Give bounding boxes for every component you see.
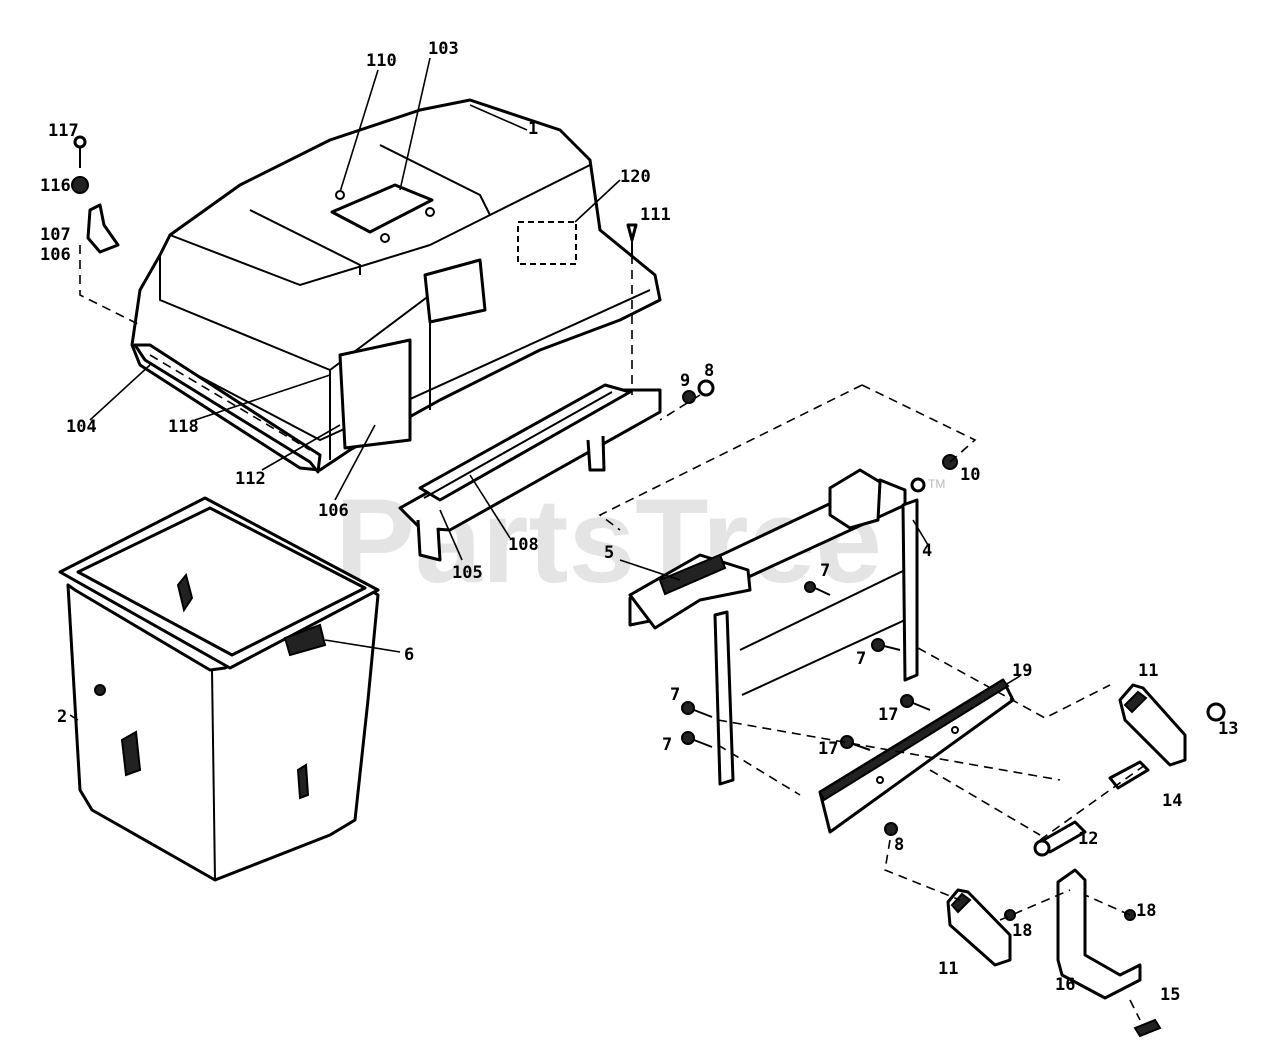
- callout-108: 108: [508, 535, 539, 555]
- callout-7-c: 7: [670, 685, 680, 705]
- bolt-7-c: [681, 701, 713, 718]
- callout-19: 19: [1012, 661, 1032, 681]
- callout-17-b: 17: [818, 739, 838, 759]
- plate-part-19: [818, 678, 1015, 834]
- callout-110: 110: [366, 51, 397, 71]
- callout-7-d: 7: [662, 735, 672, 755]
- callout-15: 15: [1160, 985, 1180, 1005]
- callout-118: 118: [168, 417, 199, 437]
- bolt-117: [73, 135, 87, 168]
- washer-116: [71, 176, 89, 194]
- bag-part-2: [58, 496, 380, 882]
- callout-117: 117: [48, 121, 79, 141]
- callout-11-lower: 11: [938, 959, 958, 979]
- callout-11-upper: 11: [1138, 661, 1158, 681]
- spacer-part-108: [418, 383, 632, 502]
- callout-5: 5: [604, 543, 614, 563]
- callout-16: 16: [1055, 975, 1075, 995]
- bolt-7-a: [804, 581, 831, 596]
- nut-13: [1206, 702, 1226, 722]
- callout-6: 6: [404, 645, 414, 665]
- callout-104: 104: [66, 417, 97, 437]
- callout-111: 111: [640, 205, 671, 225]
- callout-116: 116: [40, 176, 71, 196]
- bracket-part-11-lower: [946, 888, 1012, 967]
- leader-lines: [69, 57, 1021, 721]
- bolt-12: [1033, 820, 1087, 857]
- callout-103: 103: [428, 39, 459, 59]
- bolt-17-a: [900, 694, 931, 711]
- bolt-7-b: [871, 638, 901, 652]
- screw-111: [626, 223, 638, 255]
- latch-assembly-part-5: [628, 553, 752, 630]
- callout-106-bottom: 106: [318, 501, 349, 521]
- screw-15: [1133, 1018, 1162, 1038]
- callout-13: 13: [1218, 719, 1238, 739]
- latch-107: [86, 203, 120, 254]
- callout-18-lower: 18: [1012, 921, 1032, 941]
- callout-107: 107: [40, 225, 71, 245]
- cover-part-1: [130, 98, 662, 472]
- callout-17-a: 17: [878, 705, 898, 725]
- nut-8-bottom: [884, 822, 898, 836]
- bracket-part-16: [1056, 868, 1142, 1000]
- callout-12: 12: [1078, 829, 1098, 849]
- pin-14: [1108, 760, 1150, 790]
- callout-120: 120: [620, 167, 651, 187]
- bolt-7-d: [681, 731, 713, 748]
- callouts: 110 103 1 117 116 107 106 120 111 9 8 10…: [40, 39, 1238, 1005]
- callout-8-top: 8: [704, 361, 714, 381]
- callout-112: 112: [235, 469, 266, 489]
- callout-7-b: 7: [856, 649, 866, 669]
- callout-105: 105: [452, 563, 483, 583]
- watermark-tm: TM: [928, 477, 945, 491]
- callout-4: 4: [922, 541, 932, 561]
- callout-8-bottom: 8: [894, 835, 904, 855]
- callout-14: 14: [1162, 791, 1182, 811]
- callout-7-a: 7: [820, 561, 830, 581]
- nut-18: [1004, 909, 1016, 921]
- nut-9: [682, 390, 696, 404]
- bolt-17-b: [840, 735, 871, 751]
- callout-9: 9: [680, 371, 690, 391]
- bracket-part-11-upper: [1118, 683, 1187, 767]
- callout-106-top: 106: [40, 245, 71, 265]
- callout-1: 1: [528, 119, 538, 139]
- callout-10: 10: [960, 465, 980, 485]
- assembly-lines: [79, 245, 1146, 1021]
- callout-2: 2: [57, 707, 67, 727]
- callout-18-right: 18: [1136, 901, 1156, 921]
- nut-8-top: [697, 379, 715, 397]
